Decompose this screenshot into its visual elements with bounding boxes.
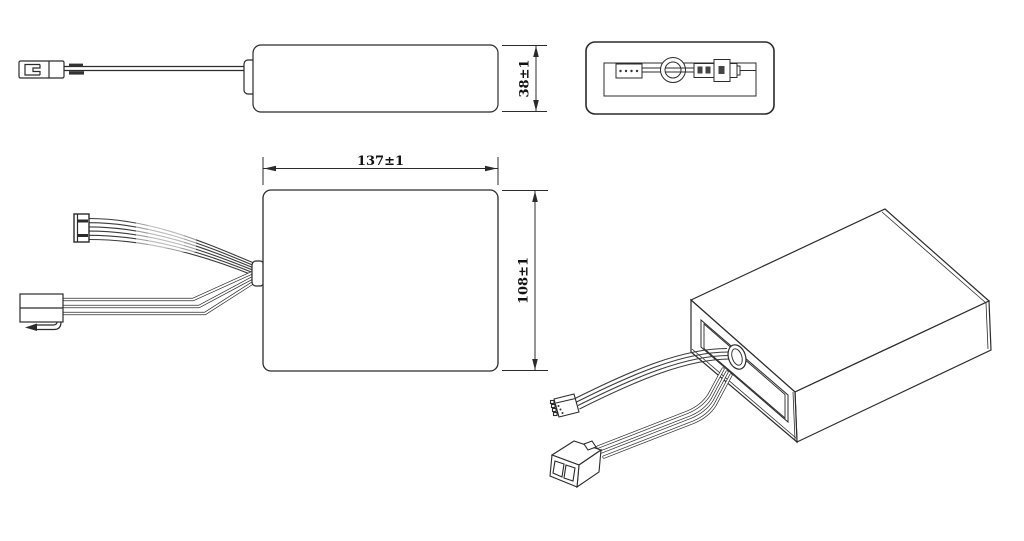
connector-housing — [73, 213, 90, 243]
pin — [630, 69, 633, 73]
heat-shrink-band — [69, 71, 84, 75]
label-recess-inner — [703, 323, 786, 419]
wire — [576, 351, 729, 403]
connector-body — [693, 63, 715, 78]
connector-nub — [736, 65, 741, 76]
width-dim-label: 137±1 — [357, 154, 404, 169]
grommet-inner — [731, 348, 743, 366]
latch-arrow — [25, 323, 37, 331]
arrowhead — [485, 165, 497, 172]
small-connector-front — [73, 213, 90, 243]
pin — [619, 69, 622, 73]
grommet — [251, 260, 265, 287]
battery-body-front — [262, 189, 499, 372]
pin-bump — [551, 407, 557, 413]
arrowhead — [533, 100, 539, 111]
dimension-height: 108±1 — [502, 190, 548, 371]
small-connector-iso — [549, 393, 580, 418]
thin-wire-bundle-iso — [574, 347, 731, 410]
connector-housing — [553, 393, 580, 418]
edge-highlight — [881, 211, 987, 304]
front-view: 137±1 108±1 — [19, 154, 548, 372]
wire-core — [62, 275, 256, 308]
edge-highlight — [985, 302, 989, 350]
pin-bump — [552, 411, 558, 417]
wire-outline — [61, 279, 257, 316]
pin — [635, 69, 639, 73]
wire — [577, 354, 730, 406]
latch-connector-front — [19, 293, 64, 331]
side-view: 38±1 — [18, 44, 547, 113]
wire-core — [62, 280, 256, 315]
top-detail-view — [585, 41, 775, 115]
connector-cavity — [552, 460, 565, 478]
connector-front-face — [549, 454, 580, 488]
arrowhead — [532, 359, 538, 370]
grommet-iso — [727, 344, 747, 370]
label-recess-outer — [700, 318, 789, 424]
height-dim-label: 108±1 — [517, 257, 532, 304]
pin — [78, 234, 88, 237]
contact — [705, 66, 711, 74]
output-connector — [18, 60, 65, 79]
wire-core — [603, 374, 732, 458]
small-connector-top — [615, 63, 643, 79]
pin-bump — [549, 399, 555, 405]
connector-detail — [555, 398, 576, 404]
wire-core — [600, 371, 728, 453]
main-connector-top — [693, 59, 756, 82]
power-wire-bundle-iso — [596, 367, 733, 459]
edge-highlight — [691, 348, 797, 439]
thickness-dim-label: 38±1 — [518, 59, 533, 97]
connector-plug-detail — [24, 63, 41, 76]
wire-core — [62, 270, 256, 301]
pin-bump — [550, 403, 556, 409]
pin — [561, 412, 564, 414]
connector-latch — [583, 440, 597, 451]
arrowhead — [533, 46, 539, 57]
dimension-width: 137±1 — [262, 154, 499, 185]
pin — [559, 408, 562, 411]
connector-endcap — [729, 63, 738, 78]
arrowhead — [532, 191, 538, 202]
dimension-thickness: 38±1 — [502, 45, 547, 112]
isometric-view — [549, 208, 992, 489]
lead-wire — [64, 63, 250, 75]
battery-body-side — [252, 44, 499, 113]
pin — [557, 405, 560, 407]
pin — [624, 69, 628, 73]
wire-highlight — [136, 212, 196, 252]
latch-arm — [36, 321, 62, 331]
heat-shrink-band — [69, 63, 83, 67]
pin — [78, 219, 88, 223]
connector-housing — [18, 60, 65, 79]
contact — [697, 66, 703, 74]
connector-cavity — [563, 464, 576, 482]
latch-arm — [36, 321, 58, 326]
wire — [574, 347, 728, 399]
power-wire-bundle — [61, 269, 257, 316]
wire-outline — [61, 269, 257, 302]
connector-housing — [615, 63, 643, 79]
contact — [718, 66, 725, 74]
wire-highlight — [148, 214, 184, 248]
wire — [579, 358, 731, 410]
arrowhead — [264, 165, 276, 172]
latch-connector-iso — [549, 440, 603, 489]
wire-core — [597, 368, 724, 448]
grommet-inner-ring — [664, 61, 682, 79]
edge-highlight — [792, 391, 796, 441]
